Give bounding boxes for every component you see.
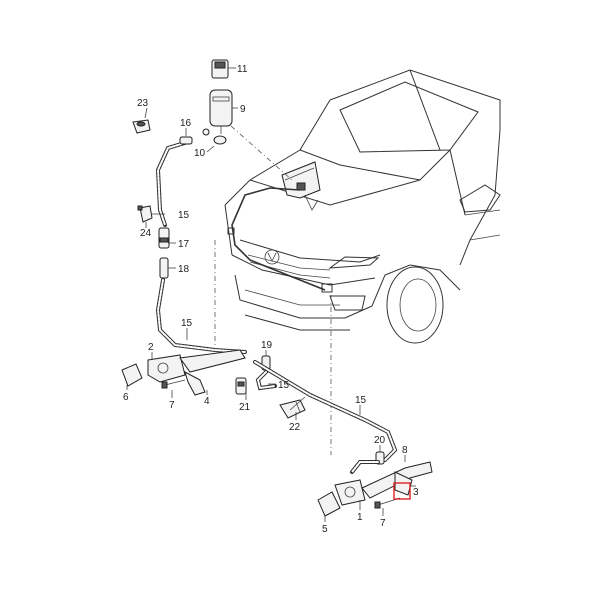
- screw-7-left: [161, 379, 186, 389]
- callout-11: 11: [237, 64, 248, 75]
- washer-pump: [202, 59, 233, 145]
- washer-reservoir: [281, 161, 321, 211]
- hose-clip-left: [227, 227, 235, 235]
- cap-6: [121, 363, 143, 387]
- callout-leaders: [126, 67, 416, 522]
- callout-6: 6: [123, 392, 129, 403]
- callout-10: 10: [194, 148, 206, 159]
- connector-18: [159, 257, 169, 279]
- vehicle-outline: [224, 69, 501, 344]
- nozzle-assembly-left: [147, 349, 246, 396]
- leader-lines: [214, 117, 332, 455]
- callout-numbers: 11 9 16 10 23 15 24 17 18 15 2 19 15 6 7…: [123, 64, 419, 535]
- callout-22: 22: [289, 422, 301, 433]
- nozzle-assembly-right: [334, 461, 433, 506]
- callout-21: 21: [239, 402, 251, 413]
- callout-9: 9: [240, 104, 246, 115]
- hose-left-long: [155, 140, 247, 354]
- bracket-22: [279, 399, 306, 419]
- callout-15-d: 15: [355, 395, 367, 406]
- callout-3: 3: [413, 487, 419, 498]
- callout-15-b: 15: [181, 318, 193, 329]
- callout-7-a: 7: [169, 400, 175, 411]
- callout-8: 8: [402, 445, 408, 456]
- connector-17: [158, 227, 170, 249]
- cap-5: [317, 491, 341, 517]
- callout-19: 19: [261, 340, 273, 351]
- hose-right-long: [253, 360, 398, 462]
- connector-16: [179, 136, 193, 145]
- callout-2: 2: [148, 342, 154, 353]
- callout-4: 4: [204, 396, 210, 407]
- callout-15-c: 15: [278, 380, 290, 391]
- callout-17: 17: [178, 239, 190, 250]
- grommet: [132, 119, 151, 134]
- callout-18: 18: [178, 264, 190, 275]
- connector-21: [235, 377, 247, 395]
- vehicle-hose-route: [231, 187, 326, 291]
- callout-16: 16: [180, 118, 192, 129]
- callout-15-a: 15: [178, 210, 190, 221]
- hose-clip-right: [321, 283, 333, 293]
- callout-24: 24: [140, 228, 152, 239]
- callout-23: 23: [137, 98, 149, 109]
- clip-24: [137, 205, 153, 223]
- callout-20: 20: [374, 435, 386, 446]
- callout-7-b: 7: [380, 518, 386, 529]
- callout-1: 1: [357, 512, 363, 523]
- callout-5: 5: [322, 524, 328, 535]
- highlight-box: [393, 482, 411, 500]
